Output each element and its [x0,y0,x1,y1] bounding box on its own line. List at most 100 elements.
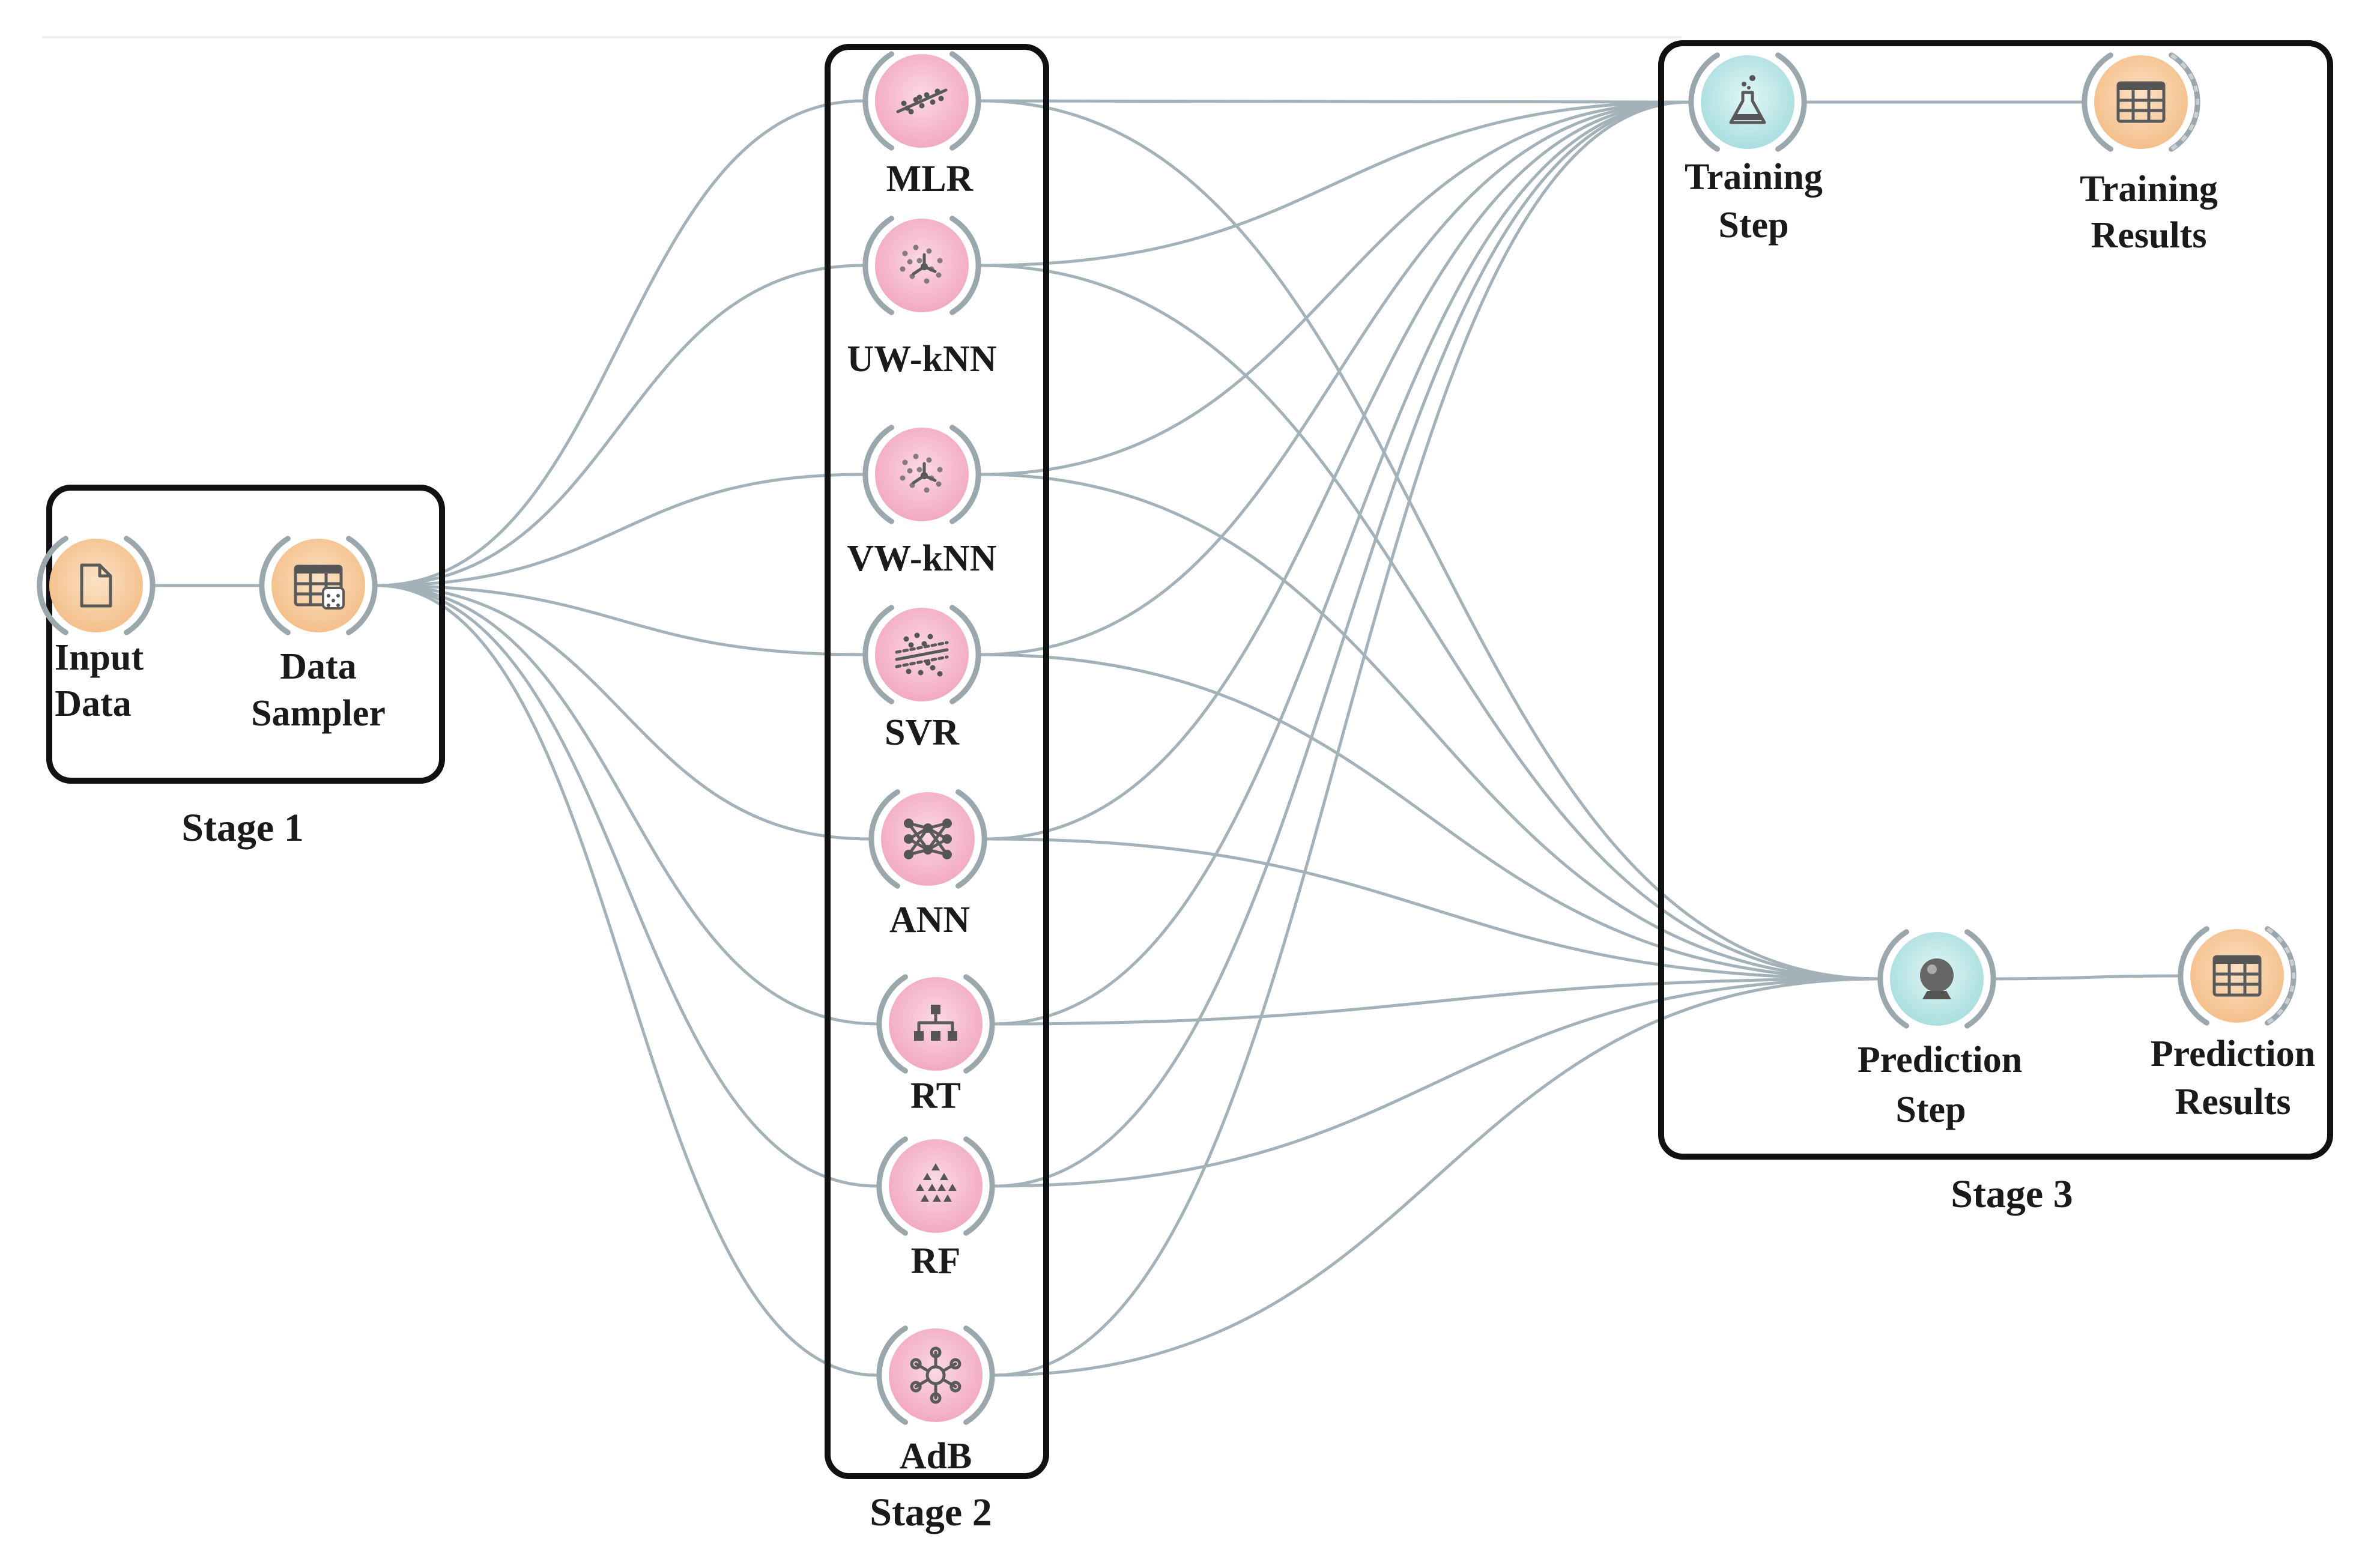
input-port[interactable] [259,536,291,635]
node-label: UW-kNN [847,339,996,380]
stage1-box [46,485,445,784]
node-svr[interactable]: SVR [862,605,981,753]
node-label-line2: Results [2175,1082,2291,1122]
node-mlr[interactable]: MLR [862,51,981,199]
node-circle [881,792,975,886]
output-port[interactable] [949,216,981,315]
output-port[interactable] [949,605,981,704]
edge-sampler-to-svr [377,584,864,656]
edge-sampler-to-mlr [377,99,864,587]
input-port[interactable] [876,974,908,1074]
stage2-box [825,44,1049,1479]
edge-adb-to-training [994,100,1689,1377]
output-port[interactable] [346,536,378,635]
node-ann[interactable]: ANN [868,789,987,940]
output-port[interactable] [1775,52,1807,152]
file-icon [80,563,112,608]
node-circle [889,1328,983,1422]
node-label-line2: Results [2091,215,2207,256]
edge-sampler-to-rf [377,584,877,1188]
forest-icon [916,1163,957,1202]
edge-sampler-to-ann [377,584,870,841]
node-rf[interactable]: RF [876,1136,995,1282]
node-uwknn[interactable]: UW-kNN [847,216,997,380]
edge-sampler-to-uwknn [377,264,864,587]
edge-ann-to-prediction [986,837,1879,981]
knn-icon [900,453,943,493]
edge-rf-to-prediction [994,977,1879,1188]
output-port[interactable] [124,536,156,635]
input-port[interactable] [2178,926,2209,1026]
neural-network-icon [904,819,952,859]
node-circle [1701,55,1794,149]
node-label: Input [55,637,144,678]
edge-vwknn-to-training [980,100,1689,476]
output-port[interactable] [949,425,981,524]
node-label: Prediction [2151,1034,2315,1074]
edge-svr-to-training [980,100,1689,656]
edges-layer [154,99,2179,1377]
node-label: Training [2080,169,2218,210]
output-port[interactable] [963,1325,995,1425]
output-port[interactable] [1964,929,1996,1029]
node-rt[interactable]: RT [876,974,995,1116]
crystal-ball-icon [1920,958,1954,999]
input-port[interactable] [862,216,894,315]
node-circle [889,1139,983,1233]
output-port[interactable] [955,789,987,889]
input-port[interactable] [1877,929,1909,1029]
edge-uwknn-to-training [980,100,1689,267]
node-vwknn[interactable]: VW-kNN [847,425,997,579]
table-dice-icon [294,565,345,610]
input-port[interactable] [876,1325,908,1425]
edge-mlr-to-training [980,99,1689,104]
node-label-line2: Sampler [251,693,386,734]
node-label: Data [280,646,356,687]
stage2-label: Stage 2 [870,1491,992,1534]
edge-sampler-to-vwknn [377,473,864,587]
node-label: MLR [886,159,974,199]
node-adb[interactable]: AdB [876,1325,995,1477]
node-label: RT [910,1076,961,1116]
output-port[interactable] [963,1136,995,1236]
node-label: Prediction [1858,1040,2022,1080]
input-port[interactable] [2082,52,2113,152]
output-port[interactable] [963,974,995,1074]
edge-mlr-to-prediction [980,99,1879,981]
output-port[interactable] [949,51,981,151]
node-label-line2: Step [1895,1089,1966,1130]
edge-rf-to-training [994,100,1689,1188]
edge-sampler-to-adb [377,584,877,1377]
input-port[interactable] [868,789,900,889]
node-label-line2: Data [55,683,131,724]
node-label: SVR [885,712,960,753]
input-port[interactable] [862,425,894,524]
stage3-box [1658,40,2333,1160]
edge-rt-to-prediction [994,977,1879,1026]
node-label: ANN [889,900,970,940]
tree-icon [914,1005,957,1041]
node-label: Training [1685,157,1823,198]
input-port[interactable] [862,51,894,151]
edge-adb-to-prediction [994,977,1879,1377]
input-port[interactable] [862,605,894,704]
stage1-label: Stage 1 [181,806,303,850]
input-port[interactable] [876,1136,908,1236]
svm-icon [895,632,949,677]
edge-vwknn-to-prediction [980,473,1879,981]
edge-svr-to-prediction [980,653,1879,981]
node-label: VW-kNN [847,538,996,579]
input-port[interactable] [1688,52,1720,152]
node-label-line2: Step [1718,205,1788,246]
node-circle [271,539,365,632]
node-label: AdB [900,1436,972,1477]
flask-icon [1729,75,1766,124]
input-port[interactable] [37,536,68,635]
